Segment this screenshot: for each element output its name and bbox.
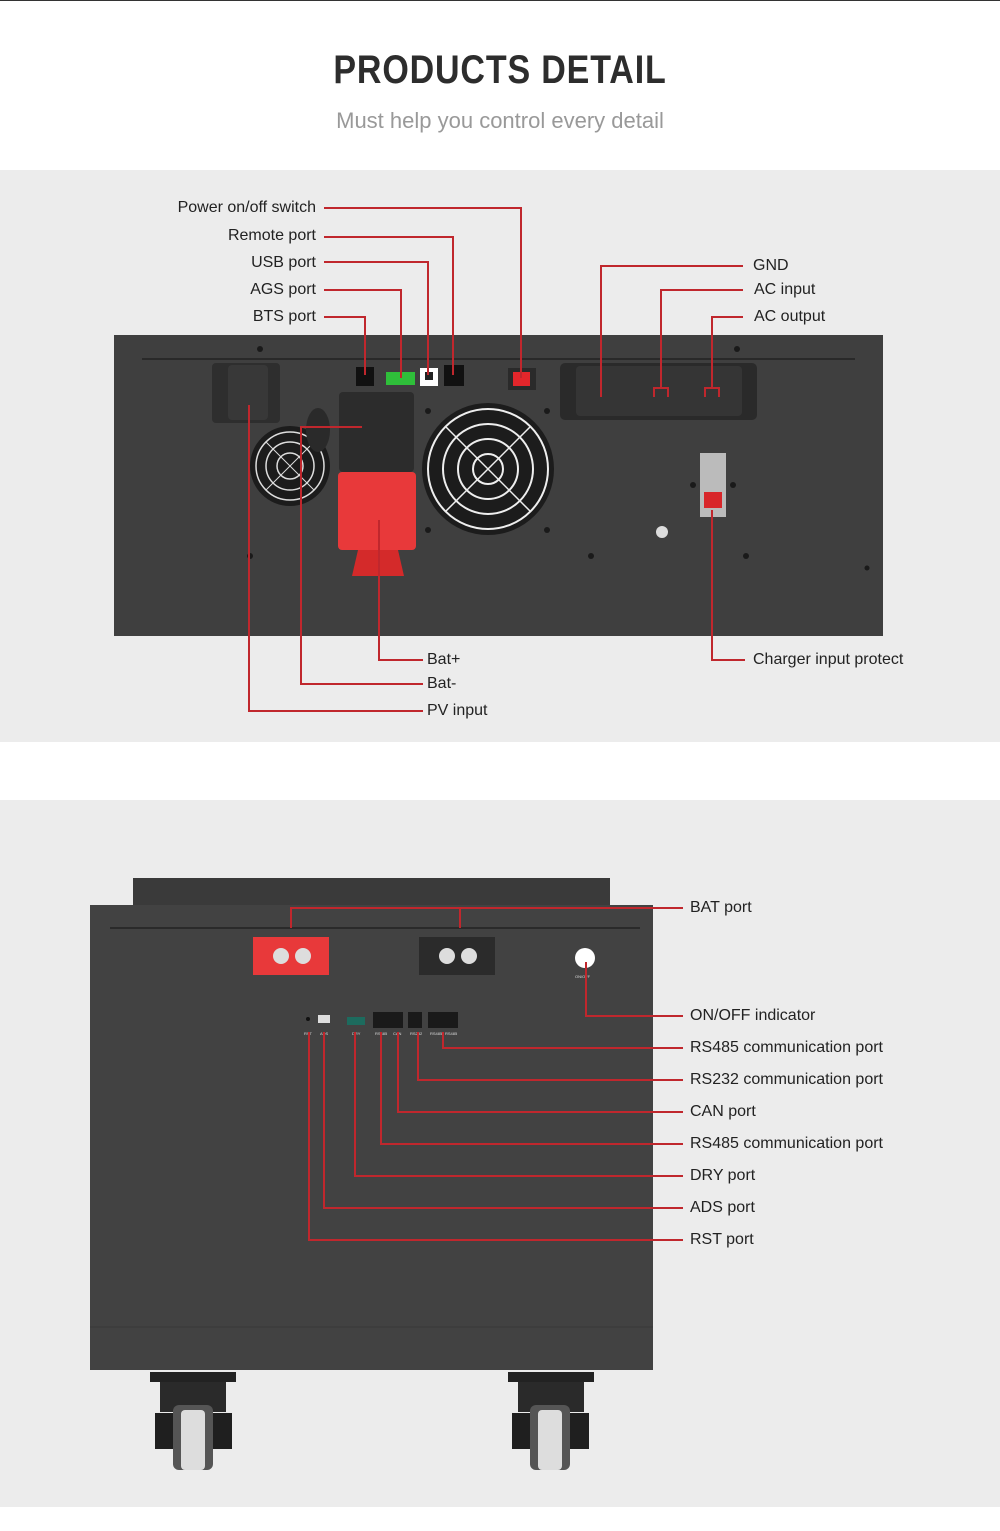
svg-text:RS485: RS485 xyxy=(430,1031,443,1036)
svg-text:RS485: RS485 xyxy=(445,1031,458,1036)
page-subtitle: Must help you control every detail xyxy=(336,108,664,133)
label-ac-input: AC input xyxy=(754,281,816,298)
large-fan-icon xyxy=(422,403,554,535)
label-remote-port: Remote port xyxy=(227,227,316,244)
label-ags-port: AGS port xyxy=(250,281,316,298)
leader-lines xyxy=(248,207,745,1241)
label-bat-minus: Bat- xyxy=(427,675,457,692)
label-usb-port: USB port xyxy=(251,254,316,271)
inverter-image xyxy=(114,335,883,636)
label-can-port: CAN port xyxy=(690,1103,756,1120)
label-power-switch: Power on/off switch xyxy=(177,199,316,216)
label-onoff-indicator: ON/OFF indicator xyxy=(690,1007,816,1024)
label-pv-input: PV input xyxy=(427,702,488,719)
page-title: PRODUCTS DETAIL xyxy=(333,48,667,92)
label-rst-port: RST port xyxy=(690,1231,754,1248)
label-rs485-port: RS485 communication port xyxy=(690,1039,883,1056)
battery-image: ON/OFF RST ADS DRY RS485 CAN RS232 RS485… xyxy=(90,878,653,1470)
label-ac-output: AC output xyxy=(754,308,826,325)
svg-text:ON/OFF: ON/OFF xyxy=(575,974,591,979)
label-rs232-port: RS232 communication port xyxy=(690,1071,883,1088)
wheel-icon xyxy=(508,1372,594,1470)
label-bts-port: BTS port xyxy=(252,308,316,325)
svg-text:DRY: DRY xyxy=(352,1031,361,1036)
label-bat-plus: Bat+ xyxy=(427,651,461,668)
svg-text:RS232: RS232 xyxy=(410,1031,423,1036)
label-rs485-port-2: RS485 communication port xyxy=(690,1135,883,1152)
label-dry-port: DRY port xyxy=(690,1167,756,1184)
wheel-icon xyxy=(150,1372,236,1470)
label-gnd: GND xyxy=(753,257,789,274)
top-divider xyxy=(0,0,1000,1)
label-charger-input-protect: Charger input protect xyxy=(753,651,904,668)
label-bat-port: BAT port xyxy=(690,899,752,916)
label-ads-port: ADS port xyxy=(690,1199,755,1216)
